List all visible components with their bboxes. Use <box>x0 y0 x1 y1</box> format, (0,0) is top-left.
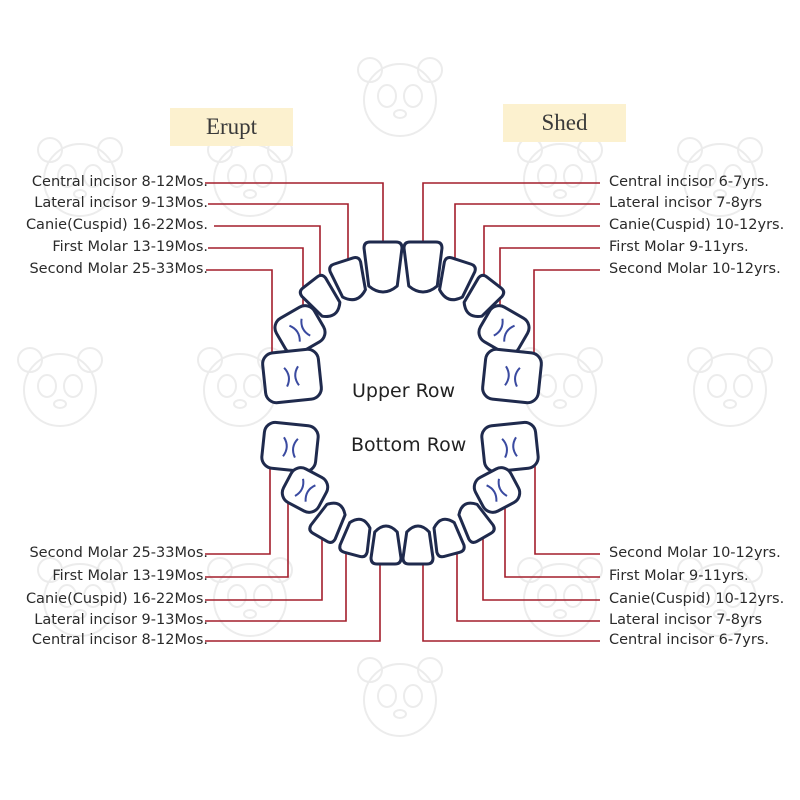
upper-erupt-central-incisor: Central incisor 8-12Mos. <box>31 174 208 190</box>
leader-line <box>208 247 304 318</box>
upper-left-canine <box>298 273 342 319</box>
leader-line <box>422 182 600 247</box>
lower-erupt-second-molar: Second Molar 25-33Mos. <box>29 545 208 561</box>
upper-row-label: Upper Row <box>352 380 456 402</box>
panda-mark <box>517 557 603 637</box>
panda-watermark <box>17 57 773 737</box>
upper-shed-lateral-incisor: Lateral incisor 7-8yrs <box>609 195 763 211</box>
lower-left-first-molar <box>280 466 330 514</box>
leader-line <box>534 450 600 555</box>
panda-mark <box>17 347 103 427</box>
leader-lines <box>205 182 600 642</box>
teeth-ring <box>260 240 543 566</box>
leader-line <box>205 530 323 601</box>
leader-line <box>456 548 600 622</box>
lower-shed-lateral-incisor: Lateral incisor 7-8yrs <box>609 612 763 628</box>
upper-shed-canine: Canie(Cuspid) 10-12yrs. <box>609 217 785 233</box>
lower-erupt-central-incisor: Central incisor 8-12Mos. <box>31 632 208 648</box>
lower-right-first-molar <box>472 466 522 514</box>
lower-left-canine <box>308 501 347 544</box>
leader-line <box>483 225 600 287</box>
panda-mark <box>37 557 123 637</box>
upper-shed-second-molar: Second Molar 10-12yrs. <box>609 261 781 277</box>
lower-shed-first-molar: First Molar 9-11yrs. <box>609 568 749 584</box>
leader-line <box>205 548 347 622</box>
lower-shed-central-incisor: Central incisor 6-7yrs. <box>609 632 770 648</box>
upper-erupt-lateral-incisor: Lateral incisor 9-13Mos. <box>34 195 208 211</box>
lower-shed-canine: Canie(Cuspid) 10-12yrs. <box>609 591 785 607</box>
leader-line <box>205 450 271 555</box>
upper-left-lateral-incisor <box>328 255 367 302</box>
lower-erupt-first-molar: First Molar 13-19Mos. <box>52 568 208 584</box>
lower-right-lateral-incisor <box>432 517 466 559</box>
leader-line <box>504 495 600 578</box>
shed-header: Shed <box>503 104 626 142</box>
lower-right-canine <box>457 501 496 544</box>
upper-erupt-canine: Canie(Cuspid) 16-22Mos. <box>25 217 208 233</box>
upper-right-central-incisor <box>402 240 444 294</box>
leader-line <box>206 269 273 357</box>
lower-left-lateral-incisor <box>338 517 372 559</box>
lower-shed-second-molar: Second Molar 10-12yrs. <box>609 545 781 561</box>
upper-erupt-second-molar: Second Molar 25-33Mos. <box>29 261 208 277</box>
leader-line <box>205 182 384 247</box>
lower-right-second-molar <box>480 420 540 474</box>
panda-mark <box>357 57 443 137</box>
leader-line <box>205 495 289 578</box>
panda-mark <box>37 137 123 217</box>
lower-left-central-incisor <box>369 524 403 566</box>
panda-mark <box>687 347 773 427</box>
panda-mark <box>207 557 293 637</box>
panda-mark <box>677 137 763 217</box>
upper-right-first-molar <box>477 304 531 356</box>
leader-line <box>533 269 600 357</box>
upper-left-central-incisor <box>362 240 404 294</box>
upper-shed-first-molar: First Molar 9-11yrs. <box>609 239 749 255</box>
upper-erupt-first-molar: First Molar 13-19Mos. <box>52 239 208 255</box>
upper-right-second-molar <box>481 347 543 405</box>
leader-line <box>482 530 600 601</box>
lower-erupt-lateral-incisor: Lateral incisor 9-13Mos. <box>34 612 208 628</box>
upper-shed-central-incisor: Central incisor 6-7yrs. <box>609 174 770 190</box>
upper-right-canine <box>462 273 506 319</box>
panda-mark <box>357 657 443 737</box>
leader-line <box>214 225 321 287</box>
lower-left-second-molar <box>260 420 320 474</box>
bottom-row-label: Bottom Row <box>351 434 467 456</box>
lower-right-central-incisor <box>401 524 435 566</box>
lower-erupt-canine: Canie(Cuspid) 16-22Mos. <box>25 591 208 607</box>
leader-line <box>208 203 349 262</box>
panda-mark <box>197 347 283 427</box>
leader-line <box>205 560 381 642</box>
leader-line <box>422 560 600 642</box>
leader-line <box>454 203 600 262</box>
upper-left-second-molar <box>261 347 323 405</box>
panda-mark <box>677 557 763 637</box>
erupt-header: Erupt <box>170 108 293 146</box>
upper-right-lateral-incisor <box>438 255 477 302</box>
leader-line <box>499 247 600 318</box>
upper-left-first-molar <box>273 304 327 356</box>
